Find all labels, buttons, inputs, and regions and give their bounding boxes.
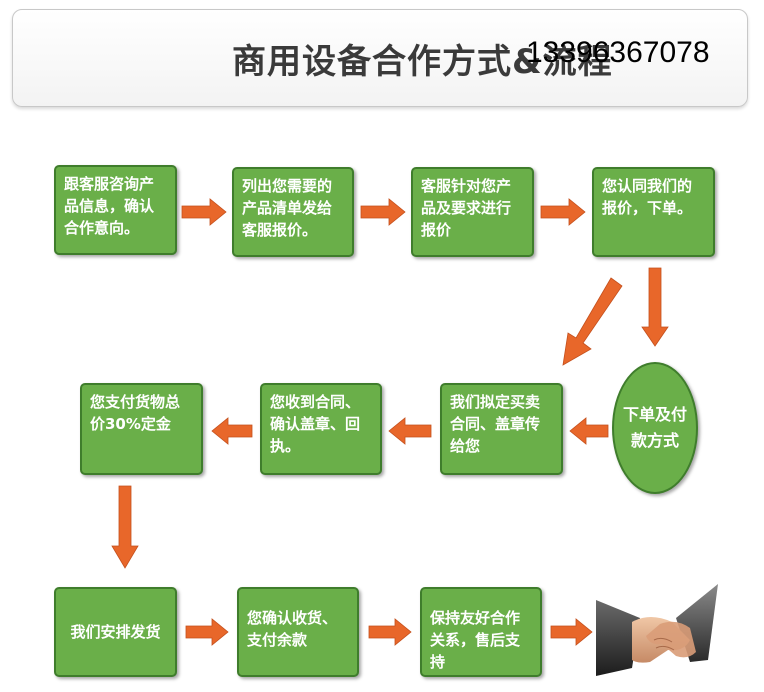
arrow-down-icon bbox=[111, 485, 139, 569]
arrow-left-icon bbox=[569, 417, 609, 445]
arrow-right-icon bbox=[368, 618, 412, 646]
phone-number: 13396367078 bbox=[526, 36, 710, 69]
arrow-right-icon bbox=[550, 618, 593, 646]
arrow-left-icon bbox=[388, 417, 432, 445]
arrow-right-icon bbox=[185, 618, 229, 646]
arrow-diagonal-icon bbox=[562, 277, 623, 366]
header-banner bbox=[12, 9, 748, 107]
step-balance: 您确认收货、支付余款 bbox=[237, 587, 359, 677]
step-ship: 我们安排发货 bbox=[54, 587, 177, 677]
step-deposit: 您支付货物总价30%定金 bbox=[80, 383, 203, 475]
handshake-icon bbox=[596, 584, 718, 676]
step-sign-contract: 您收到合同、确认盖章、回执。 bbox=[260, 383, 382, 475]
step-quote: 客服针对您产品及要求进行报价 bbox=[411, 167, 534, 257]
step-draft-contract: 我们拟定买卖合同、盖章传给您 bbox=[440, 383, 563, 475]
step-product-list: 列出您需要的产品清单发给客服报价。 bbox=[232, 167, 354, 257]
page-title: 商用设备合作方式&流程 bbox=[232, 42, 613, 82]
step-after-sales: 保持友好合作关系，售后支持 bbox=[420, 587, 542, 677]
arrow-right-icon bbox=[181, 198, 227, 226]
arrow-right-icon bbox=[360, 198, 406, 226]
arrow-left-icon bbox=[211, 417, 253, 445]
arrow-down-icon bbox=[641, 267, 669, 347]
payment-method-label: 下单及付款方式 bbox=[623, 405, 688, 450]
step-consult: 跟客服咨询产品信息，确认合作意向。 bbox=[54, 165, 177, 255]
payment-method-circle: 下单及付款方式 bbox=[612, 362, 698, 494]
step-order: 您认同我们的报价，下单。 bbox=[592, 167, 715, 257]
arrow-right-icon bbox=[540, 198, 586, 226]
